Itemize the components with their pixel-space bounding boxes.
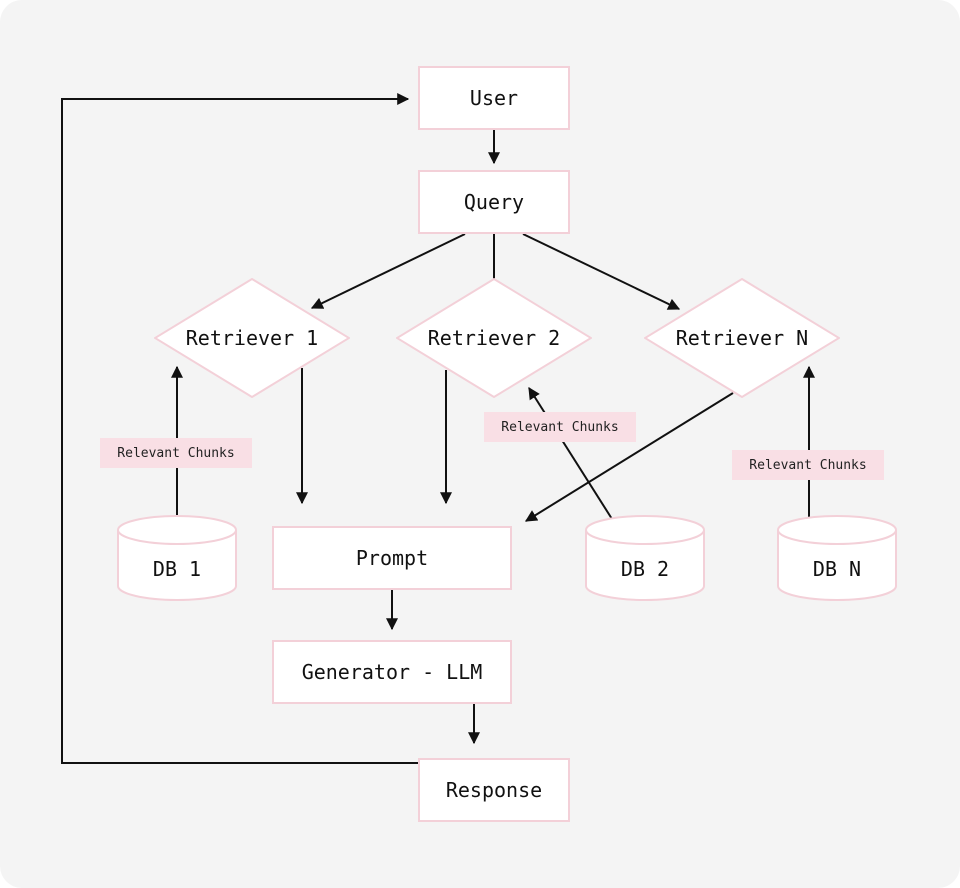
cylinder-shape xyxy=(777,515,897,601)
diamond-shape xyxy=(154,278,350,398)
node-response: Response xyxy=(418,758,570,822)
retriever-n-label: Retriever N xyxy=(675,326,809,350)
diamond-shape xyxy=(644,278,840,398)
node-retriever-1: Retriever 1 xyxy=(154,278,350,398)
node-prompt: Prompt xyxy=(272,526,512,590)
edge-query-to-retriever-1 xyxy=(310,233,466,309)
node-db-2: DB 2 xyxy=(585,515,705,601)
cylinder-shape xyxy=(585,515,705,601)
retriever-2-label: Retriever 2 xyxy=(427,326,561,350)
node-db-n: DB N xyxy=(777,515,897,601)
edge-retriever-n-to-prompt xyxy=(524,392,734,522)
node-db-1: DB 1 xyxy=(117,515,237,601)
node-retriever-n: Retriever N xyxy=(644,278,840,398)
node-user: User xyxy=(418,66,570,130)
edge-query-to-retriever-n xyxy=(522,233,681,310)
node-retriever-2: Retriever 2 xyxy=(396,278,592,398)
cylinder-shape xyxy=(117,515,237,601)
db-n-label: DB N xyxy=(812,557,862,581)
edge-label-db-n: Relevant Chunks xyxy=(732,450,884,480)
node-generator-llm: Generator - LLM xyxy=(272,640,512,704)
edge-db-2-to-retriever-2 xyxy=(528,386,613,520)
edge-label-db-2: Relevant Chunks xyxy=(484,412,636,442)
db-2-label: DB 2 xyxy=(620,557,670,581)
diamond-shape xyxy=(396,278,592,398)
edge-label-db-1: Relevant Chunks xyxy=(100,438,252,468)
edge-response-to-user xyxy=(61,93,420,764)
retriever-1-label: Retriever 1 xyxy=(185,326,319,350)
node-query: Query xyxy=(418,170,570,234)
db-1-label: DB 1 xyxy=(152,557,202,581)
